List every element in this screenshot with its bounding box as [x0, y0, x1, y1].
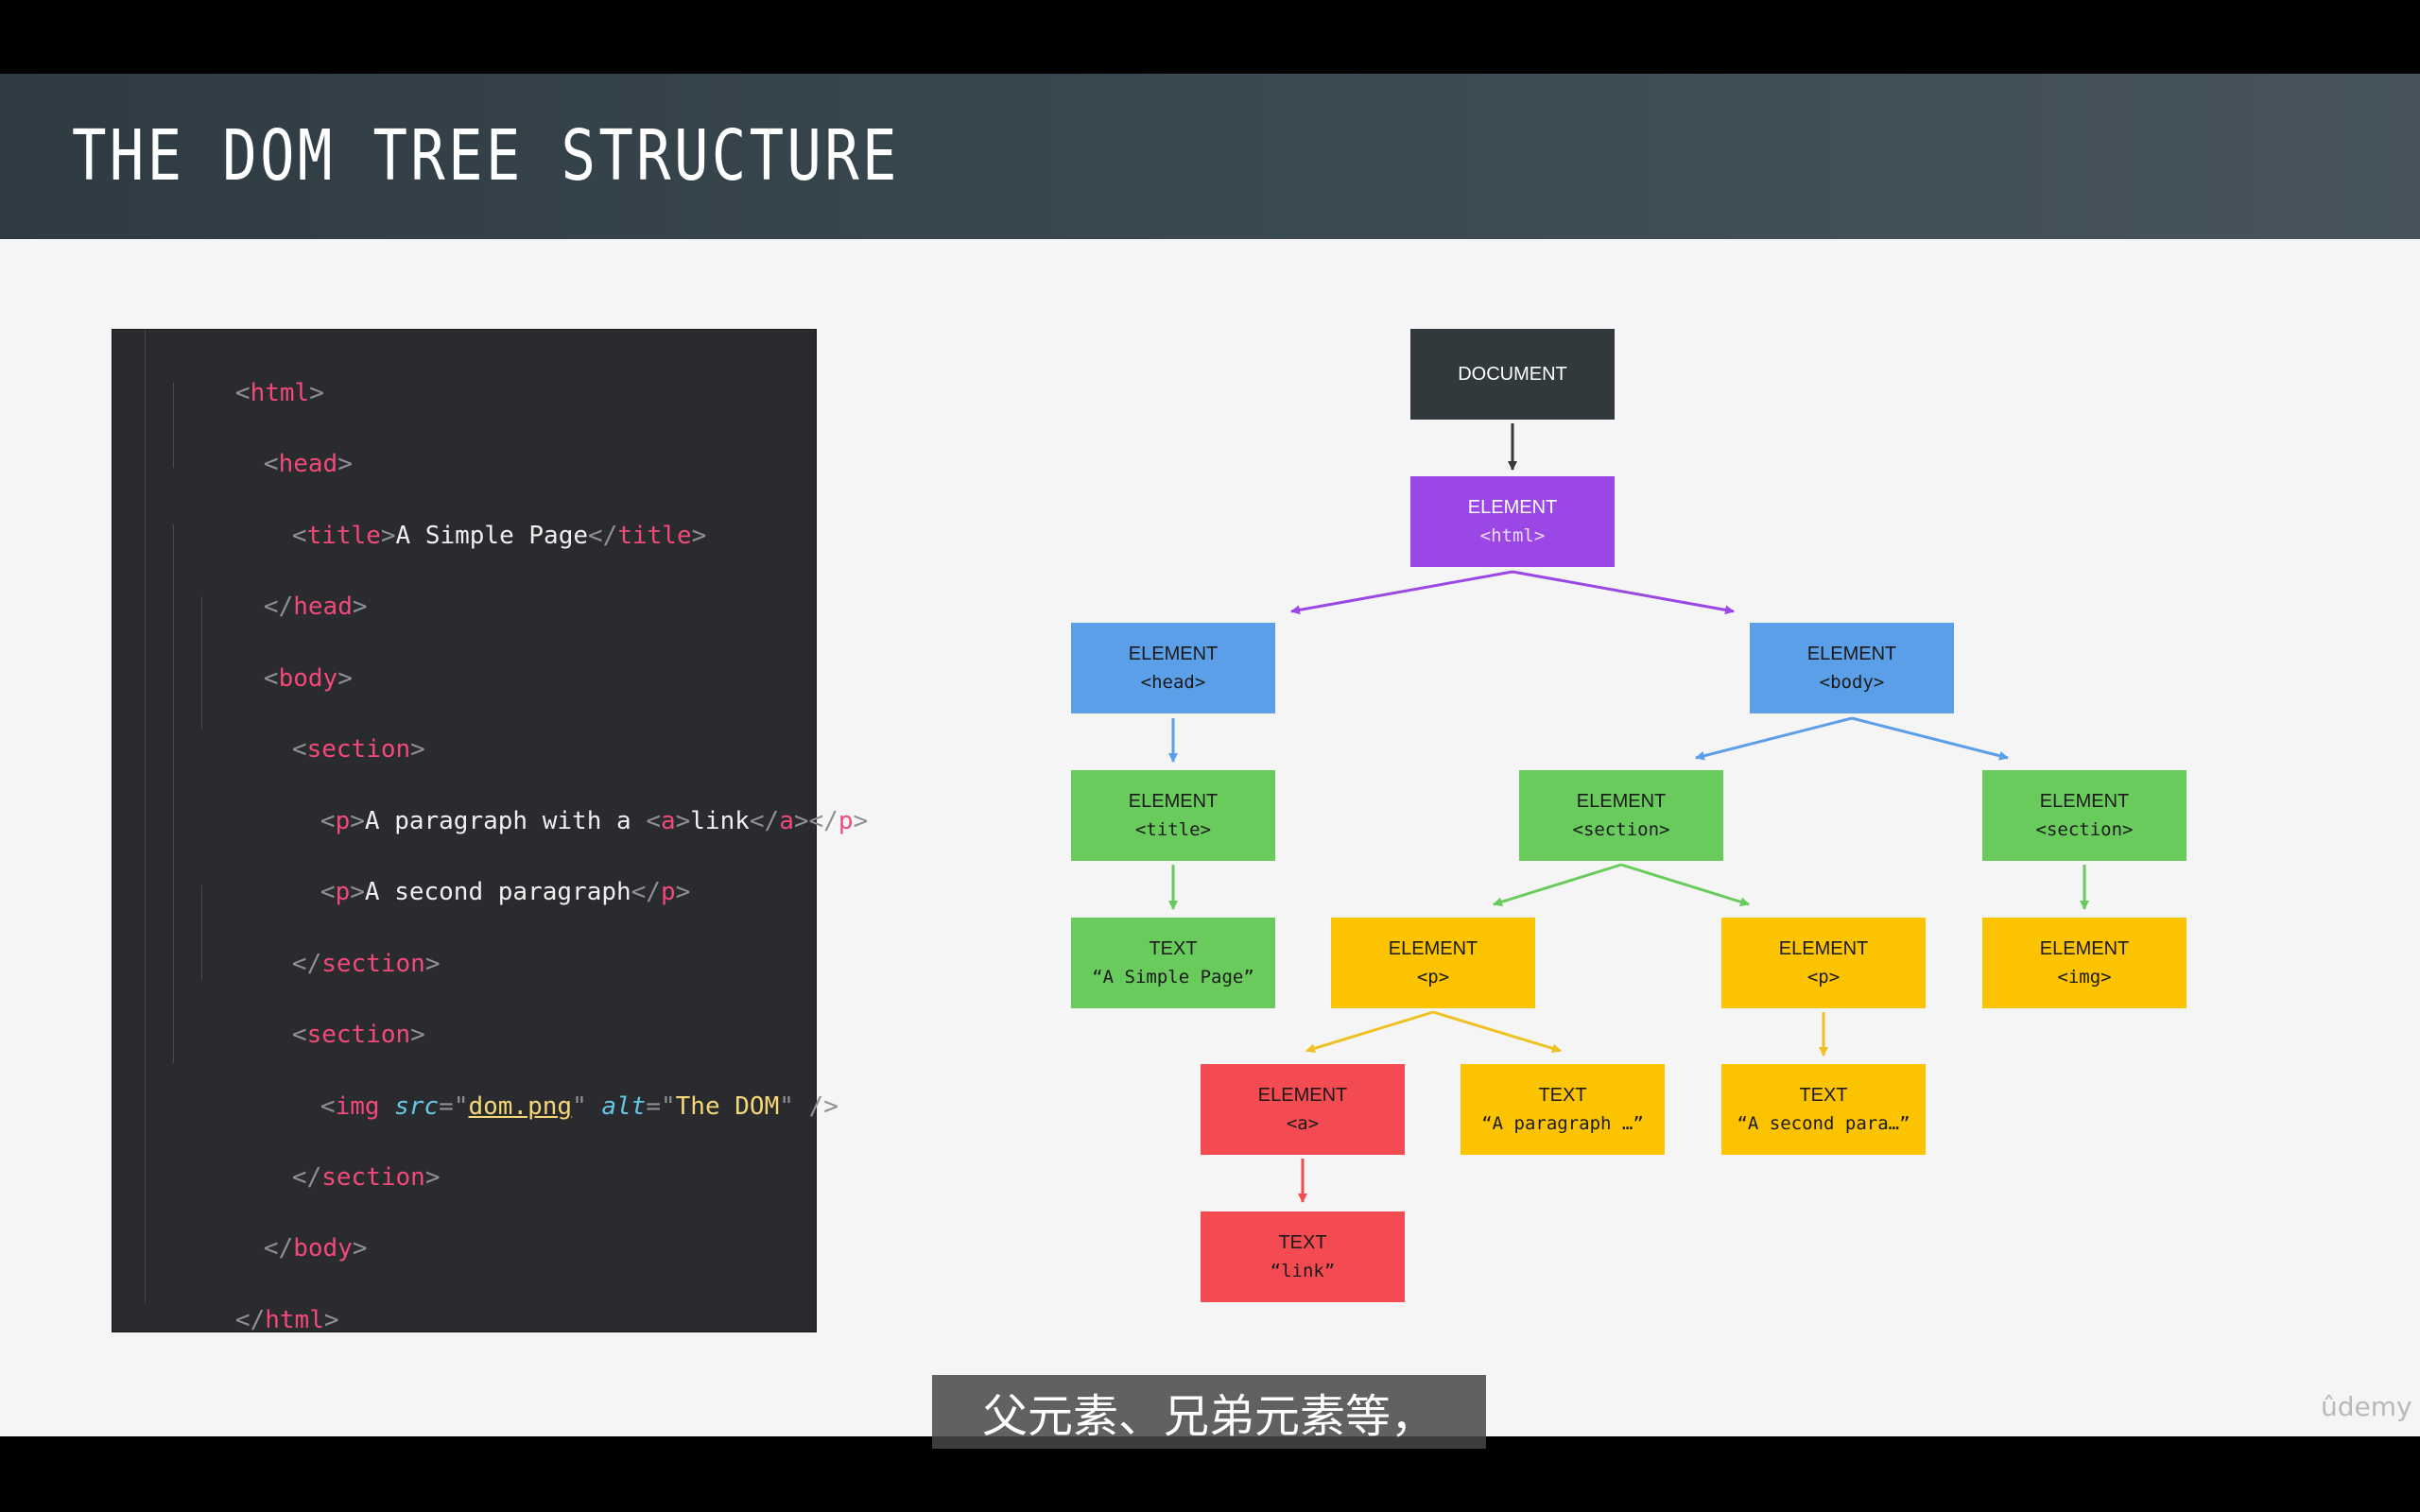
node-html: ELEMENT<html>	[1410, 476, 1615, 567]
edge-section1-p1	[1493, 863, 1622, 907]
video-subtitle: 父元素、兄弟元素等，	[932, 1375, 1486, 1449]
code-line-p-link: <p>A paragraph with a <a>link</a></p>	[320, 807, 869, 835]
code-line-title: <title>A Simple Page</title>	[291, 522, 707, 550]
code-line-body-open: <body>	[263, 664, 353, 693]
slide: THE DOM TREE STRUCTURE <html> <head> <ti…	[0, 74, 2420, 1436]
edge-section1-p2	[1620, 863, 1750, 907]
edge-body-section1	[1695, 716, 1853, 761]
node-title: ELEMENT<title>	[1071, 770, 1275, 861]
edge-body-section2	[1851, 716, 2009, 761]
code-line-p-second: <p>A second paragraph</p>	[320, 878, 691, 906]
node-text-p2: TEXT“A second para…”	[1721, 1064, 1926, 1155]
edge-html-head	[1290, 570, 1513, 615]
code-line-section-open-1: <section>	[291, 735, 425, 764]
code-line-img: <img src="dom.png" alt="The DOM" />	[320, 1092, 838, 1121]
node-text-p1: TEXT“A paragraph …”	[1461, 1064, 1665, 1155]
udemy-watermark: ûdemy	[2321, 1391, 2412, 1422]
node-document: DOCUMENT	[1410, 329, 1615, 420]
edge-html-body	[1512, 570, 1735, 615]
code-panel: <html> <head> <title>A Simple Page</titl…	[112, 329, 868, 1334]
indent-guide	[201, 596, 202, 729]
edge-p1-text	[1432, 1010, 1562, 1054]
node-text-title: TEXT“A Simple Page”	[1071, 918, 1275, 1008]
indent-guide	[173, 383, 174, 468]
edge-p1-a	[1305, 1010, 1434, 1054]
node-p-2: ELEMENT<p>	[1721, 918, 1926, 1008]
indent-guide	[201, 885, 202, 980]
node-a: ELEMENT<a>	[1201, 1064, 1405, 1155]
code-line-section-close-1: </section>	[291, 950, 441, 978]
code-line-html-open: <html>	[234, 379, 324, 407]
code-line-head-close: </head>	[263, 593, 368, 621]
node-img: ELEMENT<img>	[1982, 918, 2187, 1008]
node-body: ELEMENT<body>	[1750, 623, 1954, 713]
tree-connectors	[1168, 423, 2089, 1203]
code-line-head-open: <head>	[263, 450, 353, 478]
code-line-section-open-2: <section>	[291, 1021, 425, 1049]
node-section-2: ELEMENT<section>	[1982, 770, 2187, 861]
node-text-link: TEXT“link”	[1201, 1211, 1405, 1302]
dom-tree-diagram: DOCUMENT ELEMENT<html> ELEMENT<head> ELE…	[0, 74, 2420, 1436]
node-p-1: ELEMENT<p>	[1331, 918, 1535, 1008]
node-section-1: ELEMENT<section>	[1519, 770, 1723, 861]
indent-guide	[145, 330, 146, 1303]
slide-header: THE DOM TREE STRUCTURE	[0, 74, 2420, 239]
slide-title: THE DOM TREE STRUCTURE	[72, 115, 900, 197]
indent-guide	[173, 524, 174, 1063]
code-line-section-close-2: </section>	[291, 1163, 441, 1192]
node-head: ELEMENT<head>	[1071, 623, 1275, 713]
code-line-body-close: </body>	[263, 1234, 368, 1263]
code-line-html-close: </html>	[234, 1306, 339, 1334]
